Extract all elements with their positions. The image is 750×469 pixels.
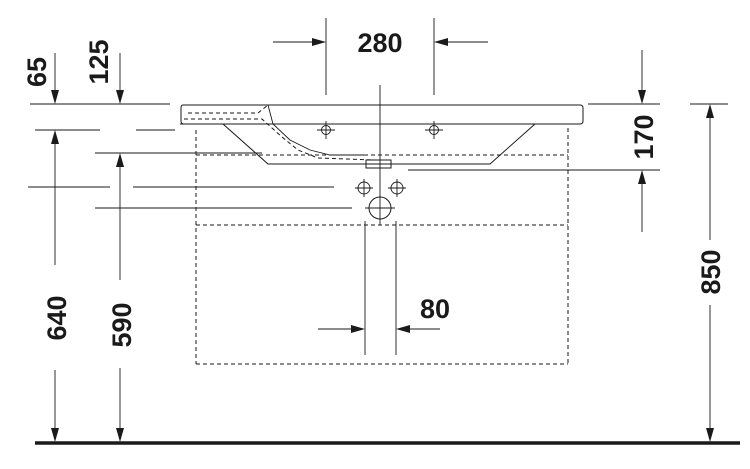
dim-65-125: 65 125 [22, 39, 170, 105]
dim-label-65: 65 [22, 57, 52, 87]
dim-80: 80 [318, 294, 450, 333]
waste-pipes [355, 85, 406, 355]
dim-label-80: 80 [420, 294, 450, 324]
dim-640: 640 [42, 130, 72, 442]
tap-hole-left [317, 121, 335, 139]
dim-label-640: 640 [42, 295, 72, 340]
dim-850: 850 [690, 103, 728, 442]
dim-label-280: 280 [357, 28, 402, 58]
dim-590: 590 [107, 153, 137, 442]
dim-label-850: 850 [696, 249, 726, 294]
left-extension-lines [28, 129, 352, 209]
dim-170: 170 [408, 50, 660, 232]
vanity-cabinet [195, 128, 569, 365]
tap-hole-right [425, 121, 443, 139]
dim-label-170: 170 [629, 114, 659, 159]
dim-label-125: 125 [84, 39, 114, 84]
washbasin [180, 104, 584, 169]
dim-label-590: 590 [107, 302, 137, 347]
dim-280: 280 [273, 18, 488, 95]
